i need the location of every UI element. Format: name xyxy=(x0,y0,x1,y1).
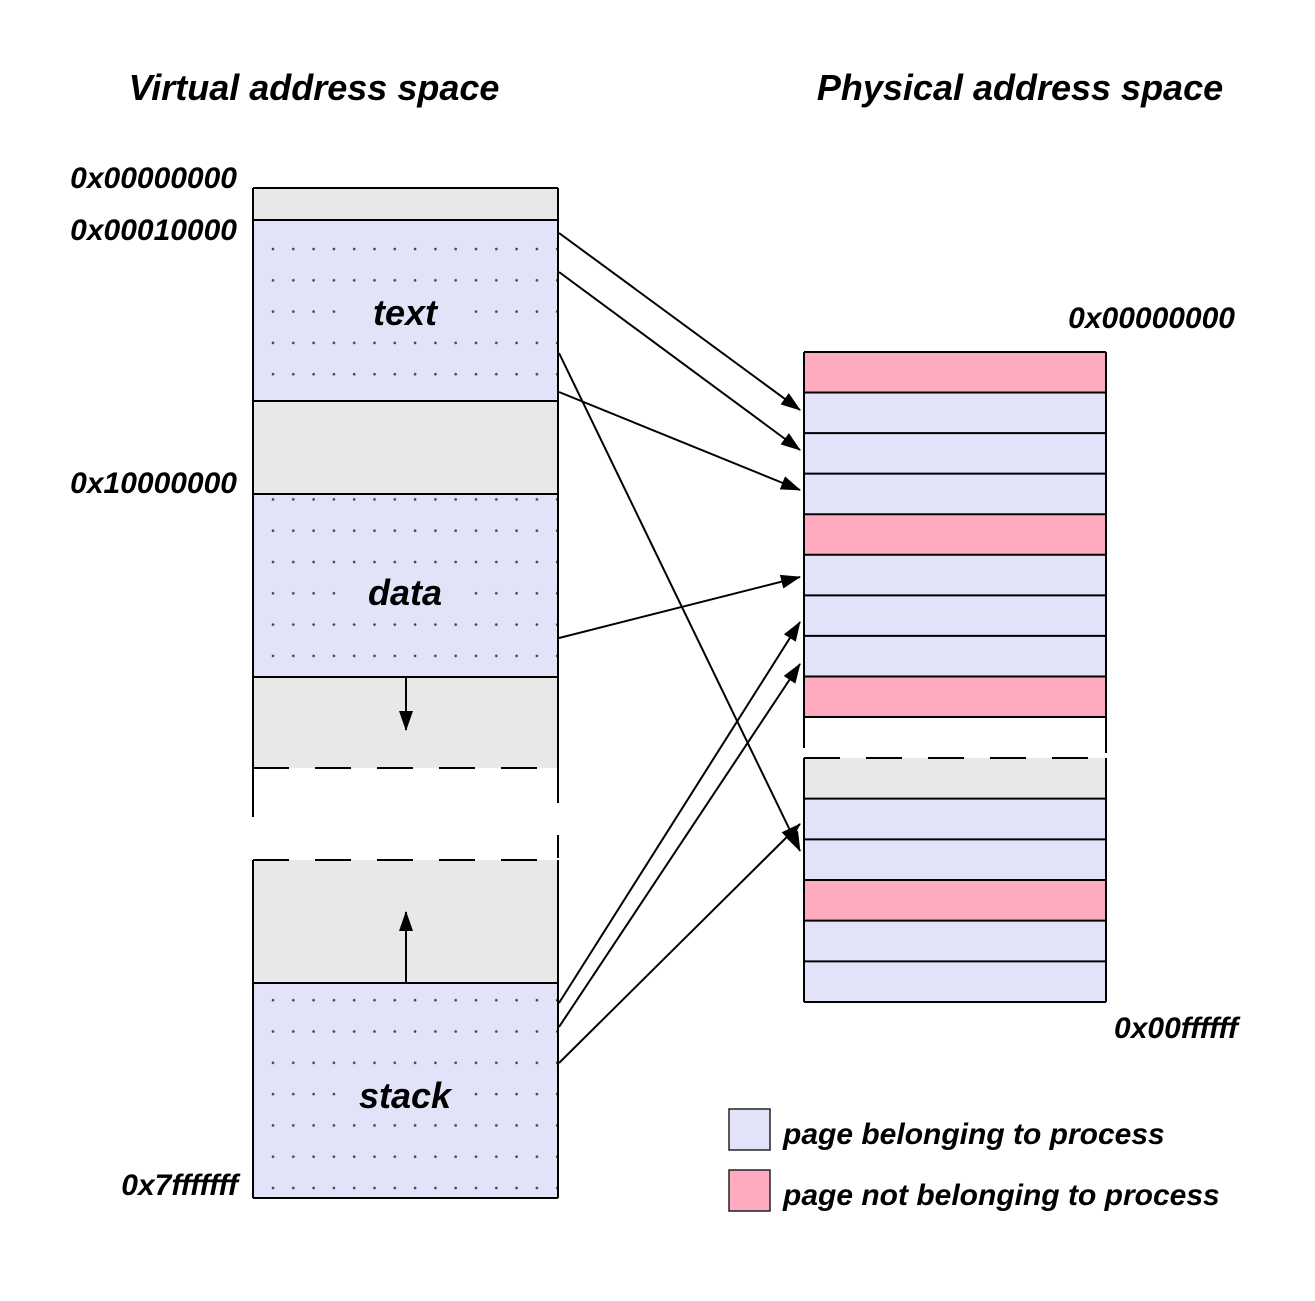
virtual-address-space-column: text data stack xyxy=(252,187,559,1199)
mapping-arrow-stack-7 xyxy=(558,823,801,1064)
physical-frame-lower-5 xyxy=(804,961,1106,1003)
physical-frame-upper-7 xyxy=(804,635,1106,677)
physical-frame-upper-0 xyxy=(804,352,1106,393)
segment-text-label-bg xyxy=(340,295,470,335)
virtual-addr-0x7fffffff: 0x7fffffff xyxy=(121,1169,241,1202)
segment-label-text: text xyxy=(373,292,439,333)
physical-addr-0x00000000: 0x00000000 xyxy=(1068,302,1235,335)
segment-reserved-fill xyxy=(253,188,558,220)
segment-data-label-bg xyxy=(340,575,470,615)
mapping-arrow-text-1 xyxy=(558,271,801,451)
physical-frame-lower-4 xyxy=(804,920,1106,962)
physical-frame-upper-2 xyxy=(804,433,1106,474)
physical-frame-lower-1 xyxy=(804,798,1106,840)
mapping-arrow-text-2 xyxy=(558,391,801,491)
physical-frame-upper-6 xyxy=(804,595,1106,636)
mapping-arrow-stack-5 xyxy=(558,621,801,1004)
physical-addr-0x00ffffff: 0x00ffffff xyxy=(1114,1012,1241,1045)
physical-frame-upper-1 xyxy=(804,392,1106,434)
mapping-arrow-text-0 xyxy=(558,232,801,411)
mapping-arrow-text-3 xyxy=(558,352,801,852)
physical-space-title: Physical address space xyxy=(817,67,1223,108)
legend-swatch-page-belonging xyxy=(728,1108,771,1151)
segment-stack-label-bg xyxy=(340,1078,470,1118)
legend-label-page-not-belonging: page not belonging to process xyxy=(782,1179,1220,1212)
virtual-addr-0x00000000: 0x00000000 xyxy=(70,162,237,195)
segment-label-stack: stack xyxy=(359,1075,453,1116)
physical-frame-upper-3 xyxy=(804,473,1106,515)
virtual-space-title: Virtual address space xyxy=(129,67,500,108)
mapping-arrows xyxy=(558,232,801,1064)
legend-label-page-belonging: page belonging to process xyxy=(782,1118,1165,1151)
legend: page belonging to process page not belon… xyxy=(728,1108,1220,1212)
physical-frame-upper-5 xyxy=(804,554,1106,596)
virtual-addr-0x00010000: 0x00010000 xyxy=(70,214,237,247)
physical-address-space-column xyxy=(803,351,1107,1004)
virtual-addr-0x10000000: 0x10000000 xyxy=(70,467,237,500)
physical-frame-lower-2 xyxy=(804,839,1106,881)
physical-frame-upper-4 xyxy=(804,514,1106,555)
physical-frame-lower-3 xyxy=(804,880,1106,921)
segment-label-data: data xyxy=(368,572,442,613)
mapping-arrow-data-4 xyxy=(558,574,801,639)
mapping-arrow-stack-6 xyxy=(558,663,801,1028)
legend-swatch-page-not-belonging xyxy=(728,1169,771,1212)
segment-free-1-fill xyxy=(253,401,558,494)
physical-frame-lower-0 xyxy=(804,758,1106,799)
physical-frame-upper-8 xyxy=(804,676,1106,718)
